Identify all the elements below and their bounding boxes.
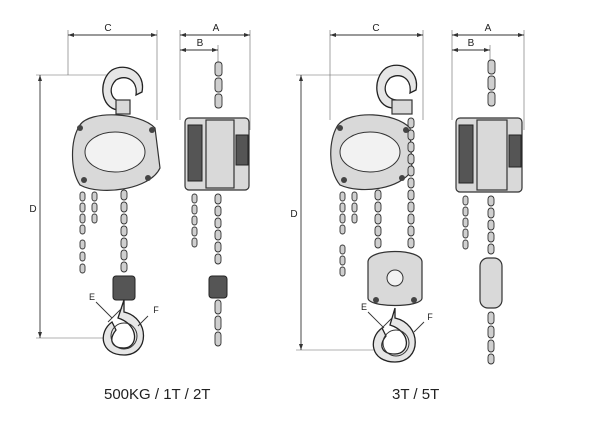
load-chain-front bbox=[120, 189, 128, 273]
bottom-hook bbox=[102, 299, 145, 356]
dimension-label-c: C bbox=[104, 23, 111, 34]
load-chain-side bbox=[214, 193, 222, 265]
load-chain-side-large bbox=[487, 195, 495, 255]
hand-chain-side bbox=[191, 193, 198, 248]
side-view-large-hoist: A B bbox=[451, 23, 525, 365]
front-view-small-hoist: C D bbox=[29, 23, 161, 356]
hand-chain-front-large bbox=[339, 191, 358, 277]
dimension-label-f: F bbox=[153, 305, 159, 315]
dimension-label-a-large: A bbox=[485, 23, 492, 34]
hand-chain-side-large bbox=[462, 195, 469, 250]
bottom-hook-large bbox=[372, 307, 416, 363]
hand-chain-front bbox=[79, 191, 98, 274]
dimension-label-f-large: F bbox=[427, 312, 433, 322]
dimension-label-d: D bbox=[29, 204, 36, 215]
dimension-label-b: B bbox=[197, 38, 204, 49]
dimension-label-d-large: D bbox=[290, 209, 297, 220]
caption-large-models: 3T / 5T bbox=[392, 386, 440, 403]
dimension-label-a: A bbox=[213, 23, 220, 34]
top-hook bbox=[102, 66, 144, 111]
bottom-block bbox=[112, 275, 136, 301]
dimension-label-e: E bbox=[89, 292, 95, 302]
dimension-label-e-large: E bbox=[361, 302, 367, 312]
caption-small-models: 500KG / 1T / 2T bbox=[104, 386, 211, 403]
load-chain-front-large bbox=[374, 117, 415, 249]
side-view-small-hoist: A B bbox=[179, 23, 251, 347]
front-view-large-hoist: C D bbox=[290, 23, 433, 363]
dimension-label-c-large: C bbox=[372, 23, 379, 34]
dimension-label-b-large: B bbox=[468, 38, 475, 49]
